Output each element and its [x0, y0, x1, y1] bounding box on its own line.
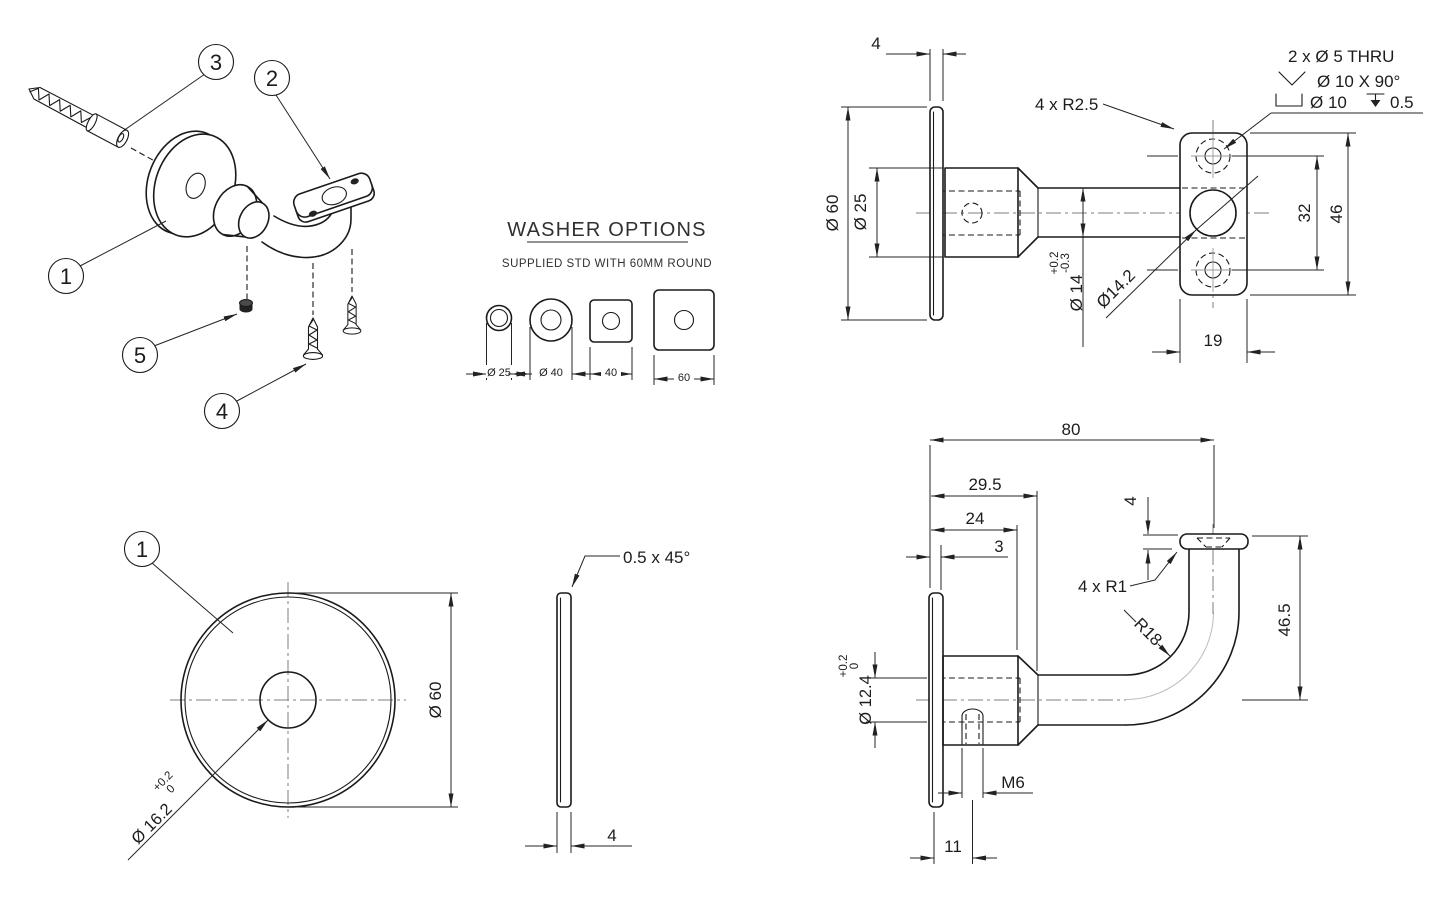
dim-face-hole-dia: Ø 16.2 +0.2 0	[128, 769, 178, 848]
dim-front-center-hole-dia: Ø14.2	[1093, 266, 1139, 312]
counterbore-icon	[1275, 93, 1303, 107]
note-chamfer: 0.5 x 45°	[623, 548, 690, 567]
dim-front-boss-dia: Ø 25	[851, 194, 870, 231]
dim-front-arm-tol-lower: -0.3	[1060, 253, 1072, 273]
note-corner-radius: 4 x R2.5	[1035, 95, 1098, 114]
grub-screw-glyph	[239, 299, 253, 313]
washer-option-square-60-label: 60	[678, 372, 690, 384]
dim-front-plate-height: 46	[1327, 205, 1346, 224]
note-saddle-radius: 4 x R1	[1078, 577, 1127, 596]
balloon-2: 2	[253, 59, 291, 97]
washer-options-subtitle: SUPPLIED STD WITH 60MM ROUND	[502, 258, 712, 270]
dim-side-overall: 80	[1062, 420, 1081, 439]
balloon-1: 1	[47, 257, 85, 295]
dim-front-arm-dia-value: Ø 14	[1067, 275, 1086, 312]
washer-options-panel: WASHER OPTIONS SUPPLIED STD WITH 60MM RO…	[466, 219, 715, 385]
dim-side-bore: Ø 12.4 +0.2 0	[838, 655, 875, 725]
dim-front-arm-tol-upper: +0.2	[1049, 252, 1061, 275]
balloon-2-label: 2	[266, 66, 278, 91]
dim-side-bore-tol-upper: +0.2	[838, 655, 850, 678]
bracket-glyph	[212, 172, 376, 259]
dim-side-thread-offset: 11	[944, 837, 962, 856]
balloon-4-label: 4	[216, 399, 228, 424]
dim-side-boss-depth: 24	[966, 509, 985, 528]
hole-callout-line3-dia: Ø 10	[1310, 93, 1347, 112]
balloon-1-face: 1	[123, 530, 161, 568]
washer-option-square-60: 60	[653, 289, 715, 385]
balloon-5: 5	[121, 336, 159, 374]
washer-option-square-40-label: 40	[605, 367, 617, 379]
dim-face-hole-dia-value: Ø 16.2	[128, 800, 176, 848]
screw-and-sleeve-glyph	[28, 86, 130, 148]
bracket-front-view: 4 Ø 60 Ø 25 4 x R2.5 2 x Ø 5 THRU Ø 10 X…	[823, 34, 1423, 363]
washer-option-round-40: Ø 40	[508, 298, 594, 380]
balloon-4: 4	[203, 392, 241, 430]
dim-front-washer-thickness: 4	[871, 34, 880, 53]
hole-callout: 2 x Ø 5 THRU Ø 10 X 90° Ø 10 0.5	[1223, 47, 1423, 150]
dim-face-outer-dia: Ø 60	[426, 682, 445, 719]
washer-options-title: WASHER OPTIONS	[507, 219, 706, 241]
dim-front-arm-dia: Ø 14 +0.2 -0.3	[1049, 252, 1086, 312]
balloon-5-label: 5	[134, 343, 146, 368]
countersink-icon	[1278, 71, 1306, 86]
washer-side-view: 0.5 x 45° 4	[525, 548, 690, 853]
dim-side-height: 46.5	[1275, 603, 1294, 636]
balloon-1-face-label: 1	[136, 537, 148, 562]
exploded-view: 3 2 1 5 4	[28, 43, 376, 430]
dim-side-bore-value: Ø 12.4	[857, 675, 875, 725]
balloon-3-label: 3	[210, 50, 222, 75]
washer-option-square-40: 40	[589, 299, 633, 380]
dim-side-washer-gap: 3	[994, 538, 1003, 556]
washer-option-round-40-label: Ø 40	[539, 367, 563, 379]
balloon-3: 3	[197, 43, 235, 81]
depth-icon	[1366, 93, 1385, 107]
hole-callout-line1: 2 x Ø 5 THRU	[1288, 47, 1394, 66]
dim-washer-thickness: 4	[607, 826, 616, 845]
fixing-screw-glyph	[302, 295, 362, 360]
hole-callout-line3-depth: 0.5	[1390, 93, 1414, 112]
dim-side-body-depth: 29.5	[968, 475, 1001, 494]
dim-side-bend-radius: R18	[1130, 614, 1165, 649]
bracket-side-view: 80 29.5 24 3 4 4 x R1 R18 46.5	[838, 420, 1308, 864]
dim-side-saddle-thickness: 4	[1121, 496, 1140, 505]
washer-face-view: 1 Ø 60 Ø 16.2 +0.2 0	[123, 530, 458, 861]
hole-callout-line2: Ø 10 X 90°	[1317, 72, 1400, 91]
washer-option-round-25: Ø 25	[466, 304, 532, 380]
dim-front-flange-dia: Ø 60	[823, 195, 842, 232]
dim-side-bore-tol-lower: 0	[849, 663, 861, 669]
dim-front-plate-width: 19	[1204, 331, 1223, 350]
washer-option-round-25-label: Ø 25	[487, 367, 511, 379]
balloon-1-label: 1	[60, 264, 72, 289]
dim-front-hole-spacing: 32	[1295, 204, 1314, 223]
dim-side-thread: M6	[1001, 773, 1025, 792]
dim-face-hole-tol-lower: 0	[165, 783, 178, 796]
